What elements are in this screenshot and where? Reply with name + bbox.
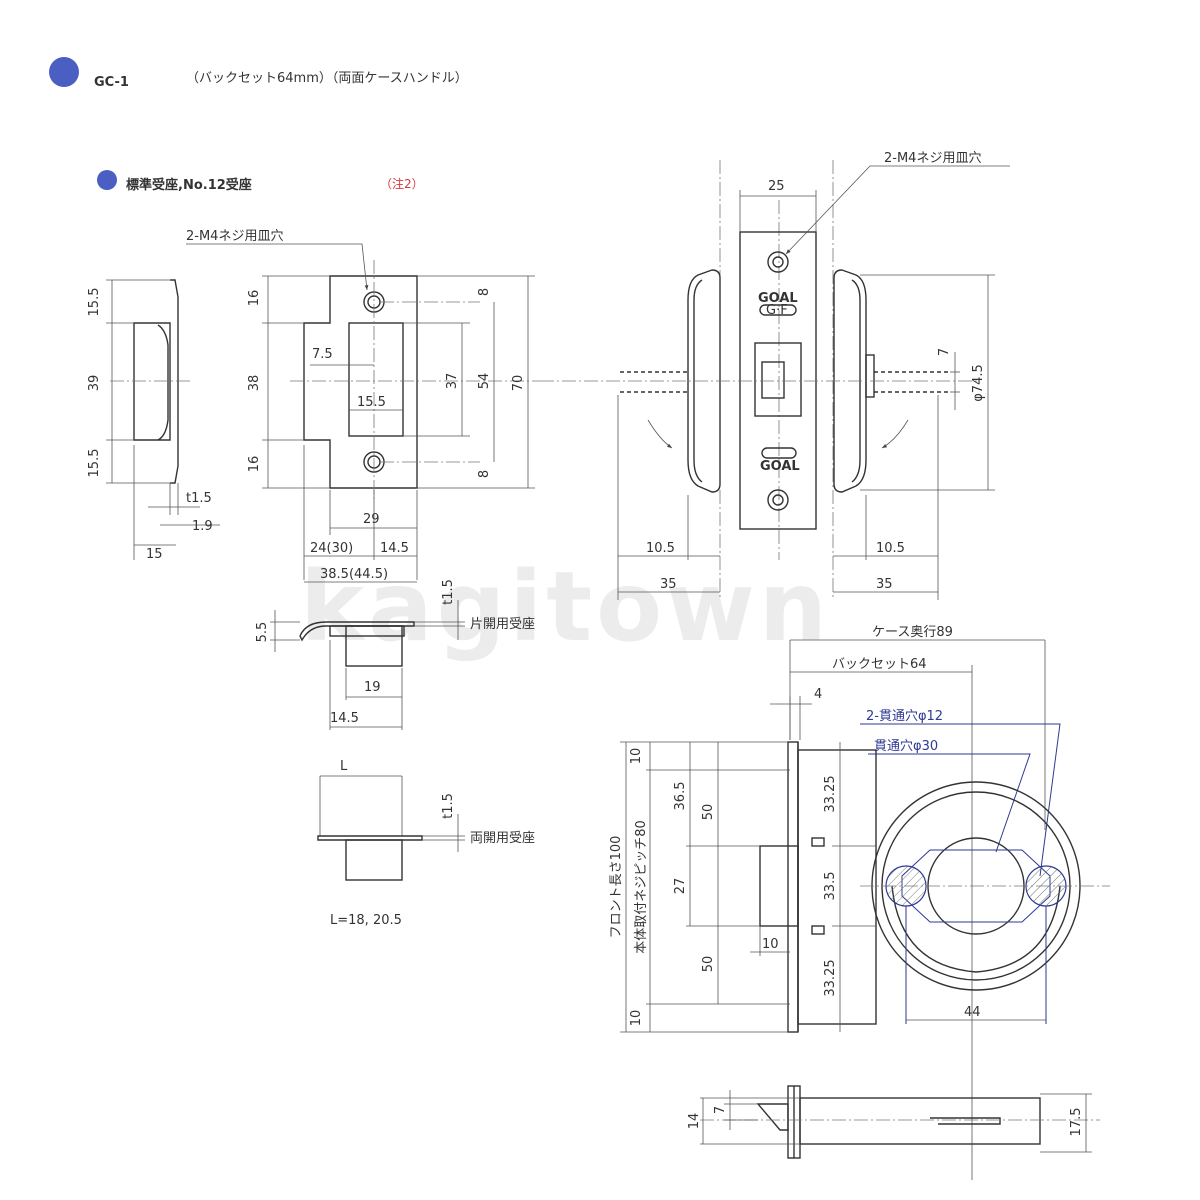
double-strike-section: L t1.5 両開用受座 L=18, 20.5 [317,759,535,928]
dim-f54: 54 [477,373,492,390]
dim-5-5: 5.5 [255,622,270,643]
dim-c7: 7 [713,1106,728,1114]
section-title: 標準受座,No.12受座 [126,177,252,193]
dim-m74-5: φ74.5 [971,364,986,402]
dim-m10-5a: 10.5 [646,541,675,556]
dim-f38-5: 38.5(44.5) [320,567,388,582]
dim-1-9: 1.9 [192,519,213,534]
screw-hole-label-a: 2-M4ネジ用皿穴 [186,229,283,244]
dim-c17-5: 17.5 [1069,1108,1084,1137]
dim-m25: 25 [768,179,785,194]
brand-sub: G·F [766,303,788,318]
dim-b50b: 50 [701,956,716,973]
dim-b36-5: 36.5 [673,782,688,811]
through-hole-30-label: 貫通穴φ30 [874,739,938,754]
dim-m7: 7 [937,348,952,356]
double-strike-label: 両開用受座 [470,831,535,846]
case-depth-label: ケース奥行89 [872,625,953,640]
dim-15-5a: 15.5 [87,288,102,317]
through-hole-12-label: 2-貫通穴φ12 [866,709,943,724]
dim-b44: 44 [964,1005,981,1020]
single-strike-label: 片開用受座 [470,617,535,632]
dim-f15-5: 15.5 [357,395,386,410]
dim-f29: 29 [363,512,380,527]
page-title: GC-1 [94,75,129,90]
dim-b10c: 10 [629,1010,644,1027]
dim-15-5b: 15.5 [87,449,102,478]
front-length-label: フロント長さ100 [609,836,624,939]
l-label: L [340,759,348,774]
strike-front-view: 2-M4ネジ用皿穴 16 38 16 7.5 15.5 37 54 8 8 70… [186,229,540,583]
dim-b27: 27 [673,878,688,895]
brand-top: GOAL [758,291,798,306]
dim-15: 15 [146,547,163,562]
screw-pitch-label: 本体取付ネジピッチ80 [634,820,649,954]
dim-f37: 37 [445,373,460,390]
dim-f16a: 16 [247,290,262,307]
dim-f24-30: 24(30) [310,541,353,556]
dim-m35b: 35 [876,577,893,592]
backset-label: バックセット64 [832,657,927,672]
dim-f8a: 8 [477,288,492,296]
dim-f16b: 16 [247,456,262,473]
section-bullet [97,170,117,190]
brand-bottom: GOAL [760,459,800,474]
dim-b4: 4 [814,687,822,702]
dim-19: 19 [364,680,381,695]
dim-t1-5b: t1.5 [441,579,456,605]
lock-front-view: GOAL G·F GOAL 25 2-M4ネジ用皿穴 7 φ74.5 [540,151,1010,600]
dim-m10-5b: 10.5 [876,541,905,556]
l-values: L=18, 20.5 [330,913,402,928]
dim-b33-25b: 33.25 [823,959,838,996]
page-subtitle: （バックセット64mm）（両面ケースハンドル） [186,71,468,86]
dim-b33-25a: 33.25 [823,775,838,812]
header-bullet [49,57,79,87]
dim-t1-5a: t1.5 [186,491,212,506]
dim-b10a: 10 [629,748,644,765]
dim-f14-5a: 14.5 [380,541,409,556]
dim-f38: 38 [247,375,262,392]
dim-f8b: 8 [477,470,492,478]
dim-c14: 14 [687,1113,702,1130]
dim-b33-5: 33.5 [823,872,838,901]
dim-b10b: 10 [762,937,779,952]
lock-bottom-view: 14 7 17.5 [687,1085,1100,1159]
strike-side-view: 15.5 39 15.5 t1.5 1.9 15 [87,279,220,562]
lock-body-side-view: ケース奥行89 バックセット64 4 2-貫通穴φ12 貫通穴φ30 44 [609,625,1110,1180]
dim-b50a: 50 [701,804,716,821]
dim-f7-5: 7.5 [312,347,333,362]
watermark: kagitown [300,551,831,663]
dim-14-5b: 14.5 [330,711,359,726]
dim-f70: 70 [511,375,526,392]
dim-39: 39 [87,375,102,392]
section-note: （注2） [380,176,424,191]
dim-t1-5c: t1.5 [441,793,456,819]
single-strike-section: t1.5 片開用受座 5.5 19 14.5 [255,579,535,730]
screw-hole-label-b: 2-M4ネジ用皿穴 [884,151,981,166]
dim-m35a: 35 [660,577,677,592]
